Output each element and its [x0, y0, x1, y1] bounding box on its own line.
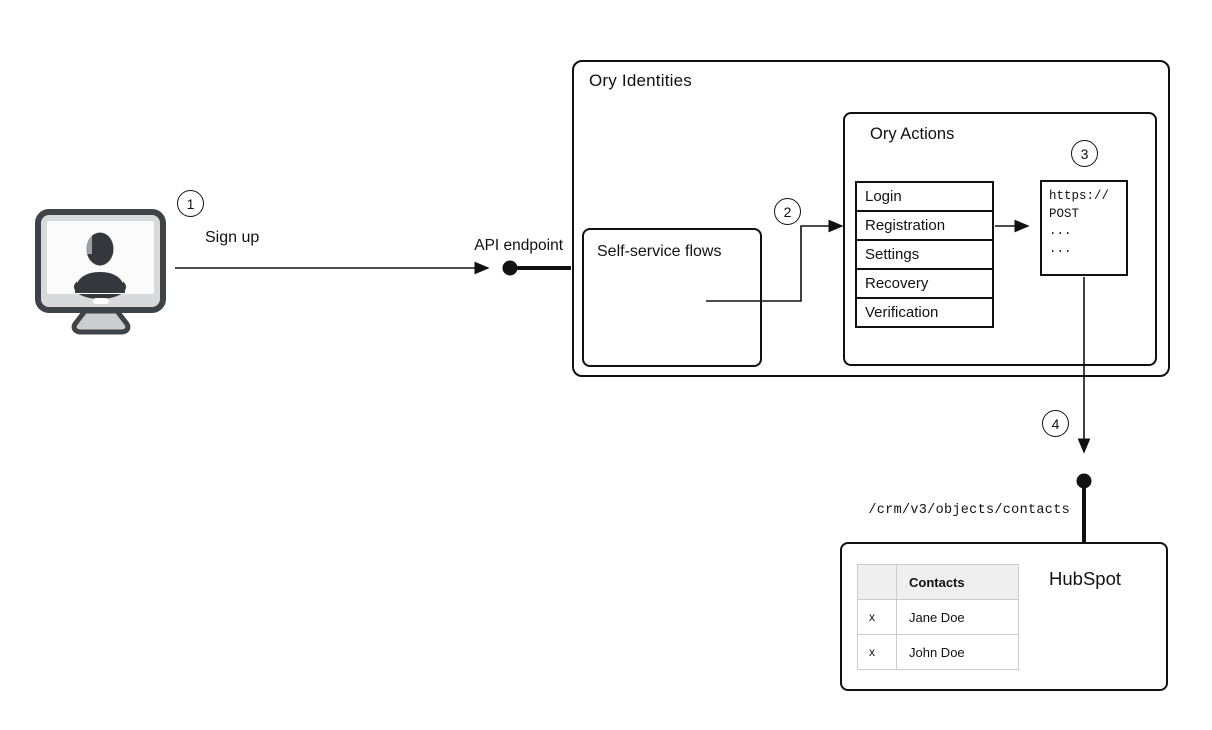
contact-name: John Doe [896, 634, 1019, 670]
crm-endpoint-path-label: /crm/v3/objects/contacts [868, 503, 1070, 518]
webhook-line-more2: ... [1049, 241, 1072, 256]
step-3-badge: 3 [1071, 140, 1098, 167]
webhook-line-more1: ... [1049, 224, 1072, 238]
hubspot-contacts-table: Contacts x Jane Doe x John Doe [857, 564, 1019, 670]
webhook-line-url: https:// [1049, 189, 1110, 203]
flow-row-verification: Verification [855, 297, 994, 328]
user-shoulders-front [75, 272, 125, 293]
user-head [86, 232, 114, 266]
ory-identities-title: Ory Identities [589, 71, 692, 90]
contact-row: x John Doe [857, 634, 1019, 670]
self-service-flows-title: Self-service flows [597, 243, 722, 260]
step-3-number: 3 [1080, 145, 1089, 162]
contacts-header-label: Contacts [896, 564, 1019, 600]
webhook-line-method: POST [1049, 206, 1080, 221]
contact-name: Jane Doe [896, 599, 1019, 635]
contacts-header-row: Contacts [857, 564, 1019, 600]
contacts-header-empty [857, 564, 897, 600]
sign-up-label: Sign up [205, 229, 260, 246]
webhook-request-box: https:// POST ... ... [1040, 180, 1128, 276]
flow-row-registration: Registration [855, 210, 994, 241]
contact-mark: x [857, 634, 897, 670]
contact-row: x Jane Doe [857, 599, 1019, 635]
step-2-number: 2 [783, 203, 792, 220]
flow-row-settings: Settings [855, 239, 994, 270]
user-desktop-icon [35, 209, 166, 335]
step-4-badge: 4 [1042, 410, 1069, 437]
hubspot-title: HubSpot [1049, 568, 1121, 589]
api-endpoint-dot [502, 260, 518, 276]
self-service-flow-list: Login Registration Settings Recovery Ver… [855, 181, 994, 328]
monitor-button [93, 298, 109, 304]
hubspot-endpoint-dot [1076, 473, 1092, 489]
flow-row-login: Login [855, 181, 994, 212]
ory-actions-title: Ory Actions [870, 125, 955, 143]
api-endpoint-label: API endpoint [474, 237, 563, 254]
monitor-stand [71, 308, 131, 335]
head-highlight [86, 233, 92, 254]
step-1-badge: 1 [177, 190, 204, 217]
step-2-badge: 2 [774, 198, 801, 225]
step-4-number: 4 [1051, 415, 1060, 432]
self-service-flows-box: Self-service flows [582, 228, 762, 367]
step-1-number: 1 [186, 195, 195, 212]
flow-row-recovery: Recovery [855, 268, 994, 299]
contact-mark: x [857, 599, 897, 635]
